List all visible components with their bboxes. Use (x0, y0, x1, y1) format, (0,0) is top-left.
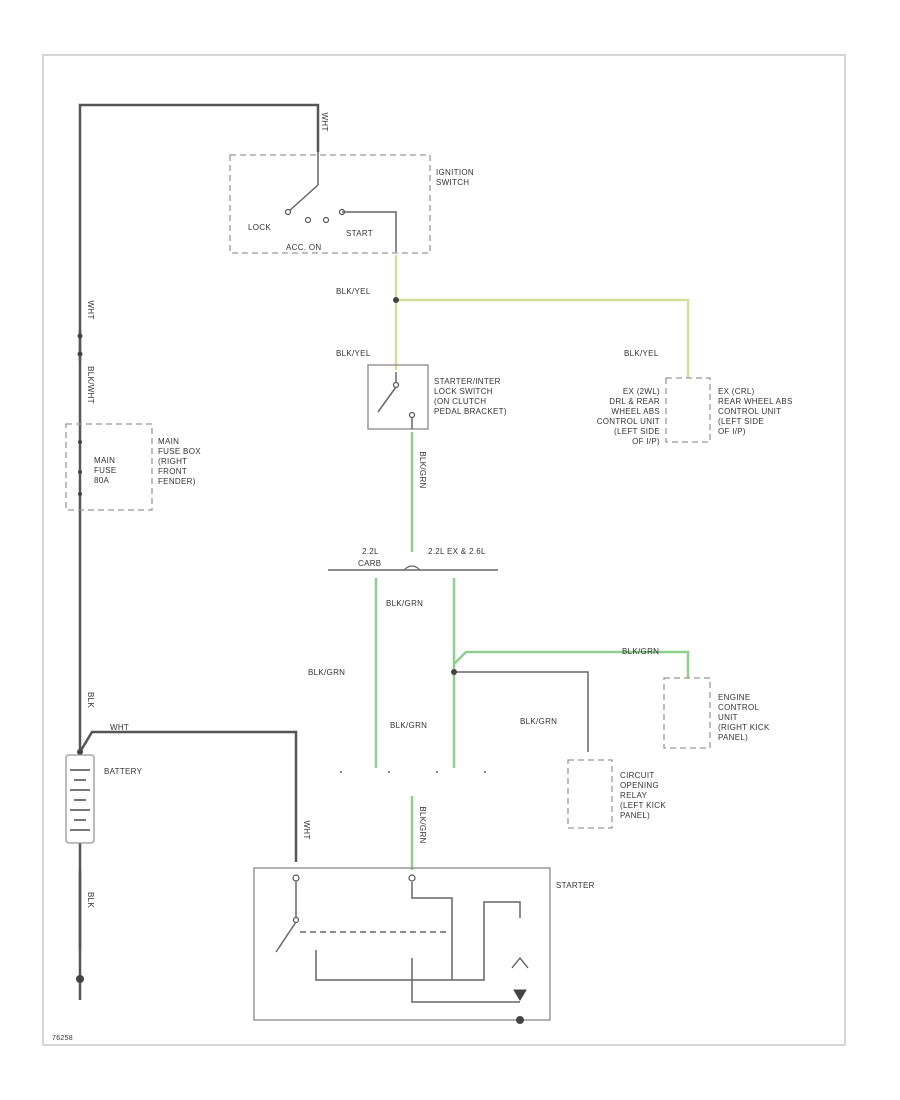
variant-left-label-2: CARB (358, 559, 381, 568)
abs-left-label-3: WHEEL ABS (611, 407, 660, 416)
wire-label-blk-yel-3: BLK/YEL (624, 349, 659, 358)
wire-label-blk-wht: BLK/WHT (86, 366, 95, 404)
wire-label-blk-grn-1: BLK/GRN (386, 599, 423, 608)
wire-label-blk-left: BLK (86, 692, 95, 708)
abs-right-label-1: EX (CRL) (718, 387, 755, 396)
wire-label-blk-yel-1: BLK/YEL (336, 287, 371, 296)
wire-label-blk-yel-2: BLK/YEL (336, 349, 371, 358)
wire-label-blk-grn-vert-2: BLK/GRN (418, 806, 427, 843)
battery-feed-wire (76, 103, 320, 1000)
wire-label-blk-bottom: BLK (86, 892, 95, 908)
wire-label-wht-left: WHT (86, 300, 95, 319)
variant-right-label: 2.2L EX & 2.6L (428, 547, 486, 556)
figure-code: 76258 (52, 1035, 73, 1042)
main-fuse-label-2: FUSE (94, 466, 117, 475)
battery (65, 730, 298, 862)
abs-left-label-4: CONTROL UNIT (597, 417, 660, 426)
wire-label-wht-starter: WHT (302, 820, 311, 839)
relay-label-4: (LEFT KICK (620, 801, 666, 810)
starter-interlock-label-2: LOCK SWITCH (434, 387, 493, 396)
main-fuse-box-label-5: FENDER) (158, 477, 196, 486)
main-fuse-box-label-1: MAIN (158, 437, 179, 446)
abs-left-label-5: (LEFT SIDE (614, 427, 660, 436)
ignition-acc-on-label: ACC. ON (286, 243, 321, 252)
relay-label-2: OPENING (620, 781, 659, 790)
wire-label-blk-grn-3: BLK/GRN (308, 668, 345, 677)
variant-left-label-1: 2.2L (362, 547, 379, 556)
abs-left-label-1: EX (2WL) (623, 387, 660, 396)
abs-control-unit-connector (665, 377, 711, 443)
main-fuse-box-label-2: FUSE BOX (158, 447, 201, 456)
ignition-switch-label-2: SWITCH (436, 178, 469, 187)
engine-control-unit (663, 677, 711, 749)
starter-interlock-switch (367, 364, 429, 430)
main-fuse-box-label-3: (RIGHT (158, 457, 187, 466)
main-fuse-box-label-4: FRONT (158, 467, 187, 476)
starter (253, 867, 551, 1024)
wire-label-blk-grn-2: BLK/GRN (622, 647, 659, 656)
ecu-label-1: ENGINE (718, 693, 750, 702)
ecu-label-5: PANEL) (718, 733, 748, 742)
relay-label-1: CIRCUIT (620, 771, 655, 780)
ecu-label-3: UNIT (718, 713, 738, 722)
abs-right-label-4: (LEFT SIDE (718, 417, 764, 426)
wire-label-wht-batt: WHT (110, 723, 129, 732)
diagram-frame (42, 54, 846, 1046)
ignition-switch (229, 152, 431, 254)
abs-left-label-2: DRL & REAR (609, 397, 660, 406)
circuit-opening-relay (567, 759, 613, 829)
main-fuse-label-3: 80A (94, 476, 109, 485)
ecu-label-4: (RIGHT KICK (718, 723, 770, 732)
engine-variant-split (328, 565, 498, 773)
starter-label: STARTER (556, 881, 595, 890)
ignition-start-label: START (346, 229, 373, 238)
wire-label-wht-top: WHT (320, 112, 329, 131)
starter-interlock-label-3: (ON CLUTCH (434, 397, 486, 406)
blk-yel-wires (393, 255, 690, 378)
battery-label: BATTERY (104, 767, 143, 776)
relay-label-3: RELAY (620, 791, 648, 800)
main-fuse-box (65, 423, 153, 511)
starter-interlock-label-4: PEDAL BRACKET) (434, 407, 507, 416)
wire-label-blk-grn-4: BLK/GRN (390, 721, 427, 730)
ecu-label-2: CONTROL (718, 703, 759, 712)
wire-label-blk-grn-vert-1: BLK/GRN (418, 451, 427, 488)
main-fuse-label-1: MAIN (94, 456, 115, 465)
starter-interlock-label-1: STARTER/INTER (434, 377, 501, 386)
blk-grn-wires (374, 432, 690, 870)
abs-right-label-5: OF I/P) (718, 427, 746, 436)
relay-label-5: PANEL) (620, 811, 650, 820)
abs-right-label-3: CONTROL UNIT (718, 407, 781, 416)
abs-right-label-2: REAR WHEEL ABS (718, 397, 793, 406)
abs-left-label-6: OF I/P) (632, 437, 660, 446)
ignition-switch-label-1: IGNITION (436, 168, 474, 177)
wire-label-blk-grn-5: BLK/GRN (520, 717, 557, 726)
ignition-lock-label: LOCK (248, 223, 271, 232)
